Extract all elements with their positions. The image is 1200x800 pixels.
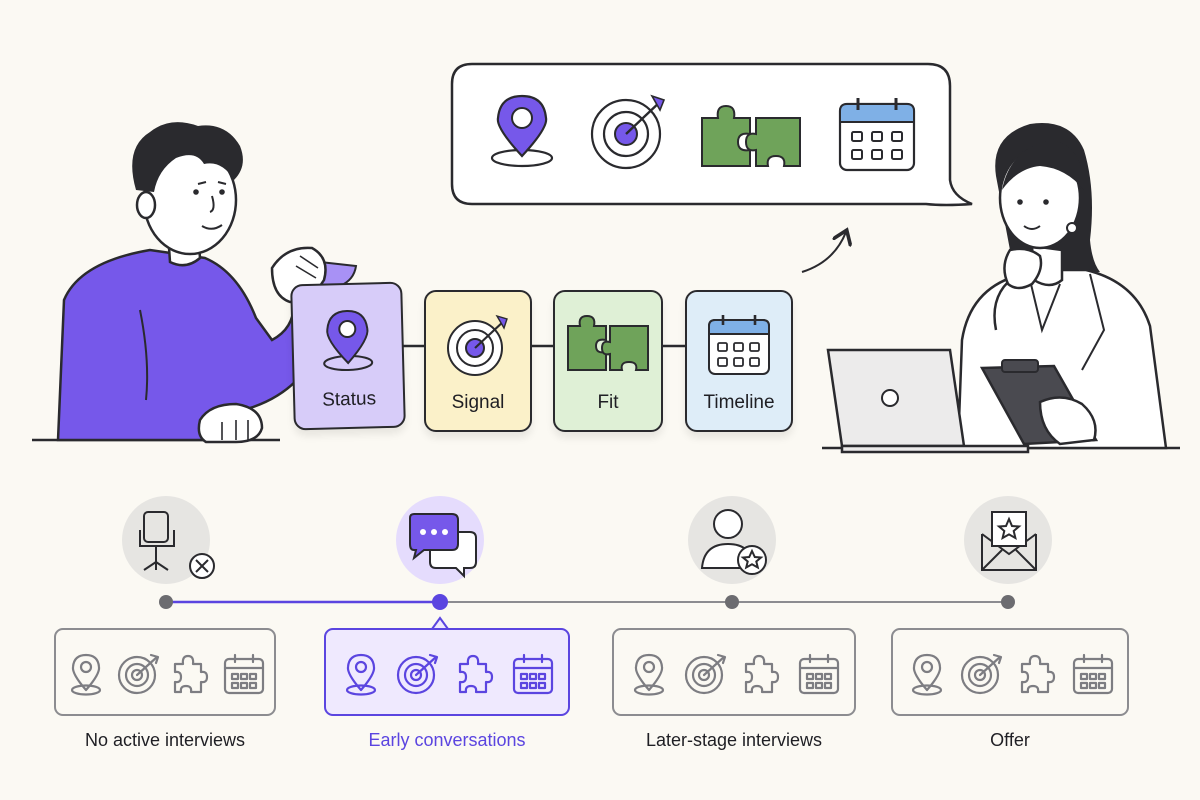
stage-icon-row [326, 652, 568, 696]
stage-box-early [324, 628, 570, 716]
stage-label: No active interviews [84, 730, 246, 750]
recruiter-figure [822, 123, 1180, 454]
target-icon [684, 652, 728, 696]
location-pin-icon [905, 652, 949, 696]
bubble-calendar-icon [838, 98, 916, 172]
stage-label: Offer [990, 730, 1030, 750]
step-card-timeline: Timeline [685, 290, 793, 432]
location-pin-icon [627, 652, 671, 696]
bubble-puzzle-icon [701, 104, 801, 167]
timeline-dot [159, 595, 173, 609]
puzzle-icon [169, 652, 213, 696]
target-icon [960, 652, 1004, 696]
bubble-location-pin-icon [490, 94, 554, 168]
step-label: Fit [597, 392, 619, 413]
chat-bubbles-icon [409, 513, 477, 579]
stage-icon-row [893, 652, 1127, 696]
timeline-dot [725, 595, 739, 609]
step-label: Status [321, 388, 377, 411]
location-pin-icon [64, 652, 108, 696]
arrow-icon [801, 232, 846, 273]
step-label: Timeline [703, 392, 775, 413]
stage-label: Later-stage interviews [645, 730, 823, 750]
step-card-status: Status [290, 281, 406, 431]
timeline-dot [1001, 595, 1015, 609]
stage-label-active: Early conversations [368, 730, 526, 750]
puzzle-icon [454, 652, 498, 696]
target-icon [396, 652, 440, 696]
target-icon [447, 314, 508, 376]
puzzle-icon [740, 652, 784, 696]
envelope-star-icon [981, 511, 1037, 571]
target-icon [117, 652, 161, 696]
stage-icon-row [614, 652, 854, 696]
calendar-icon [708, 315, 770, 375]
step-label: Signal [451, 392, 505, 413]
stage-box-offer [891, 628, 1129, 716]
calendar-icon [511, 652, 555, 696]
location-pin-icon [323, 310, 374, 372]
puzzle-icon [567, 314, 649, 371]
calendar-icon [1071, 652, 1115, 696]
puzzle-icon [1016, 652, 1060, 696]
candidate-figure [32, 122, 358, 444]
active-pointer [431, 616, 449, 630]
location-pin-icon [339, 652, 383, 696]
bubble-target-icon [590, 94, 666, 170]
timeline-dot-active [432, 594, 448, 610]
step-card-fit: Fit [553, 290, 663, 432]
step-card-signal: Signal [424, 290, 532, 432]
person-star-icon [700, 509, 767, 575]
calendar-icon [797, 652, 841, 696]
stage-icon-row [56, 652, 274, 696]
stage-box-no-active [54, 628, 276, 716]
stage-box-later [612, 628, 856, 716]
calendar-icon [222, 652, 266, 696]
stage-icon-bg [688, 496, 776, 584]
office-chair-x-icon [139, 511, 215, 579]
